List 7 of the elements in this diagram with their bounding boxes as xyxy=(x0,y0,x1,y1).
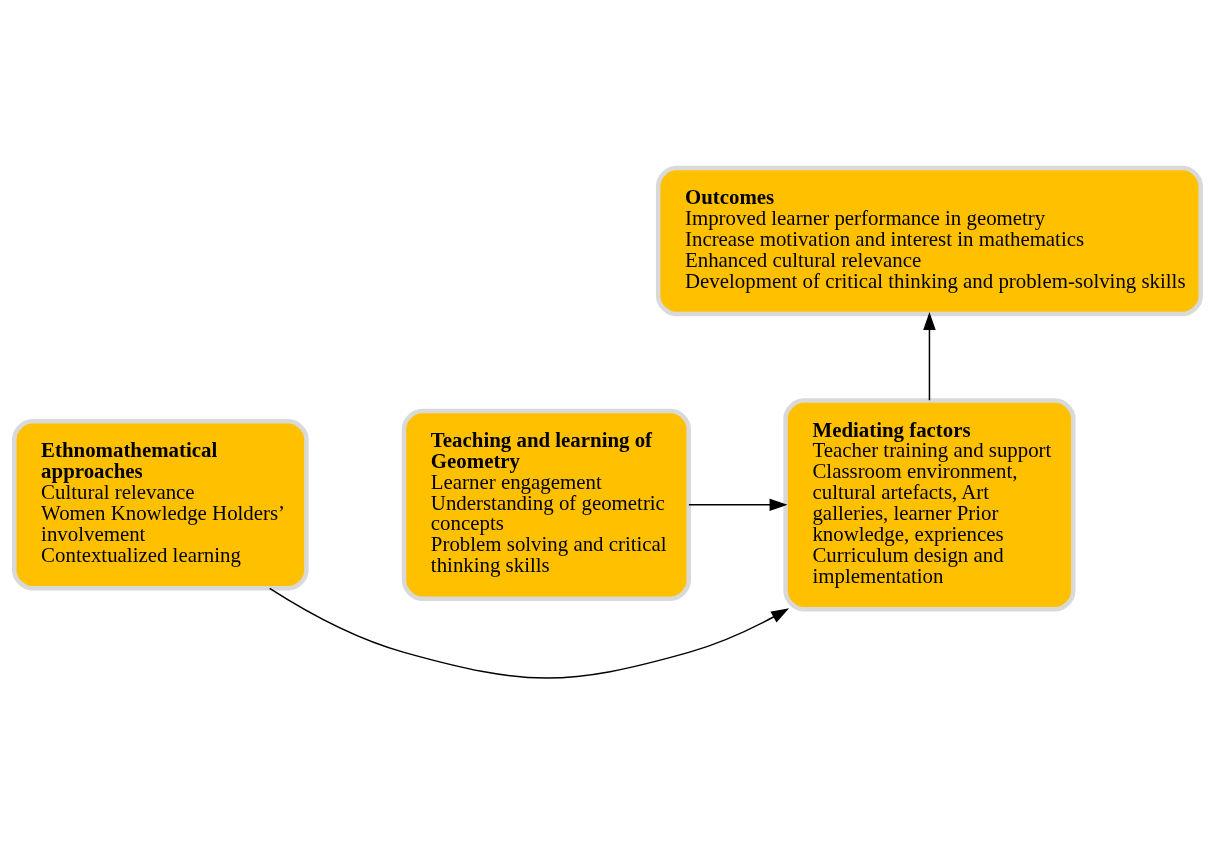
node-box: Mediating factors Teacher training and support Classroom environment, cultural artefacts, Art galleries, learner Prior knowledge, expriences Curriculum design and implementation xyxy=(783,397,1076,611)
arrow xyxy=(268,587,790,679)
node-box: Teaching and learning of Geometry Learner engagement Understanding of geometric concepts Problem solving and critical thinking skills xyxy=(401,408,691,601)
node-box: Outcomes Improved learner performance in geometry Increase motivation and interest in mathematics Enhanced cultural relevance Development of critical thinking and problem-solving skills xyxy=(655,165,1203,316)
arrow xyxy=(688,498,788,511)
node-box: Ethnomathematical approaches Cultural relevance Women Knowledge Holders’ involvement Contextualized learning xyxy=(12,418,309,590)
arrow xyxy=(923,311,936,401)
